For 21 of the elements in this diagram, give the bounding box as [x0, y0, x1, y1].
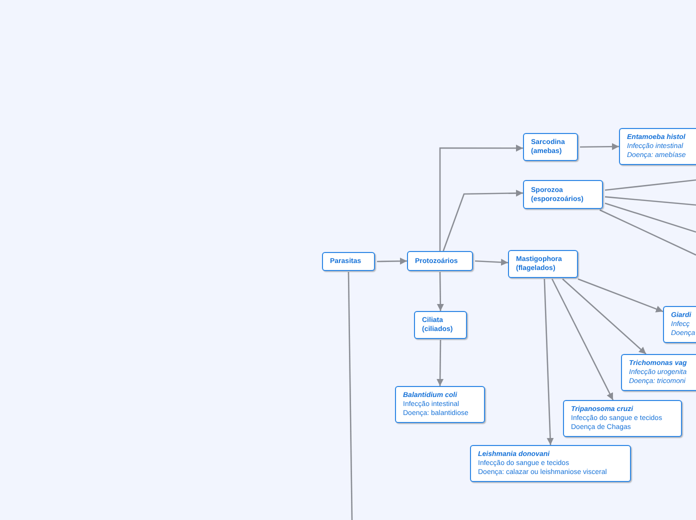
arrow: [436, 340, 444, 386]
arrow: [439, 144, 523, 251]
species-card: [470, 445, 631, 482]
connector-line: [604, 179, 696, 191]
arrow: [544, 278, 554, 446]
arrow: [578, 278, 664, 312]
connector-line: [604, 196, 696, 206]
arrow: [474, 258, 508, 266]
connector-line: [604, 202, 696, 233]
connector-line: [600, 209, 696, 256]
arrow: [376, 258, 408, 265]
species-card: [395, 386, 485, 423]
arrow: [442, 190, 524, 252]
connector-line: [348, 272, 353, 520]
arrow: [580, 143, 619, 150]
species-card: [619, 128, 696, 165]
arrow: [562, 278, 646, 354]
arrow: [436, 272, 444, 311]
species-card: [621, 354, 696, 391]
arrow: [552, 278, 614, 400]
species-card: [563, 400, 682, 437]
